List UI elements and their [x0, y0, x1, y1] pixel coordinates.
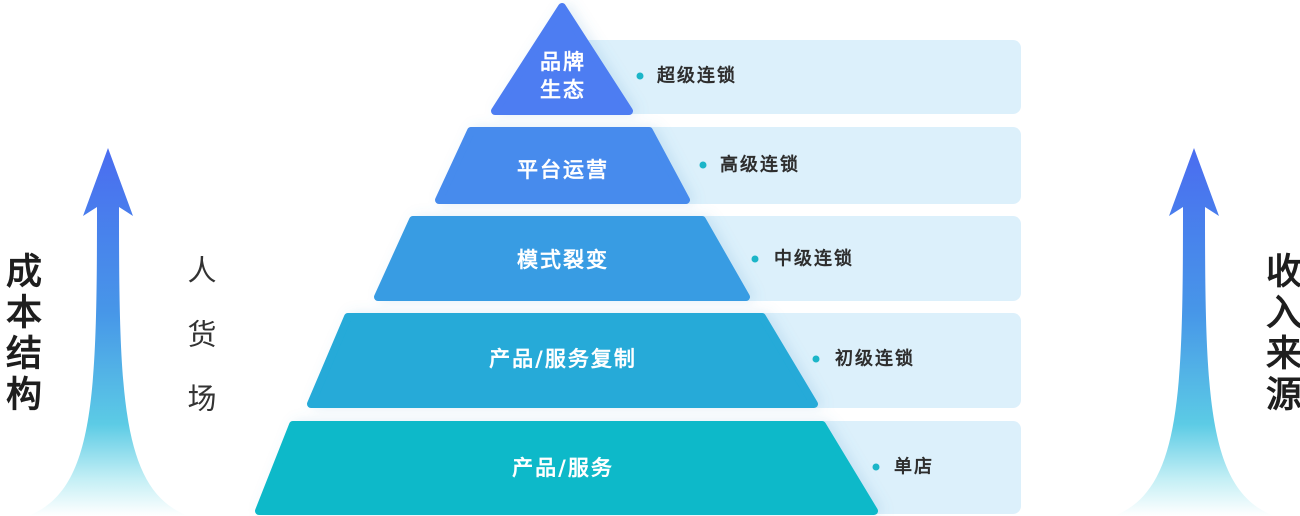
- tier-label-5: 单店: [894, 456, 934, 478]
- tier-label-4: 初级连锁: [835, 348, 915, 370]
- pyramid-level-2-shape: [435, 127, 690, 204]
- right-up-arrow: [1114, 148, 1274, 516]
- pyramid-level-4-label: 产品/服务复制: [489, 347, 637, 371]
- left-axis-title: 成本结构: [0, 252, 41, 416]
- pyramid-level-5-shape: [255, 421, 878, 515]
- tier-bullet-1: [636, 72, 644, 80]
- tier-label-2: 高级连锁: [720, 154, 800, 176]
- tier-label-3: 中级连锁: [774, 248, 854, 270]
- tier-bullet-2: [699, 161, 707, 169]
- pyramid-level-3-label: 模式裂变: [517, 248, 609, 272]
- pyramid-level-1-shape: [491, 3, 633, 115]
- pyramid-level-1-label-line-2: 生态: [540, 78, 586, 102]
- pyramid-level-3-shape: [374, 216, 750, 301]
- pyramid-level-5-label: 产品/服务: [512, 456, 614, 480]
- tier-label-1: 超级连锁: [657, 65, 737, 87]
- tier-bullet-5: [872, 463, 880, 471]
- left-axis-subtitle: 人货场: [183, 255, 217, 447]
- pyramid-level-1-label-line-1: 品牌: [540, 50, 586, 74]
- tier-panel-1: [560, 40, 1021, 114]
- pyramid-level-4-shape: [307, 313, 818, 408]
- pyramid-level-2-label: 平台运营: [517, 158, 609, 182]
- tier-bullet-3: [751, 255, 759, 263]
- left-up-arrow: [28, 148, 188, 516]
- right-axis-title: 收入来源: [1260, 252, 1300, 416]
- tier-bullet-4: [812, 355, 820, 363]
